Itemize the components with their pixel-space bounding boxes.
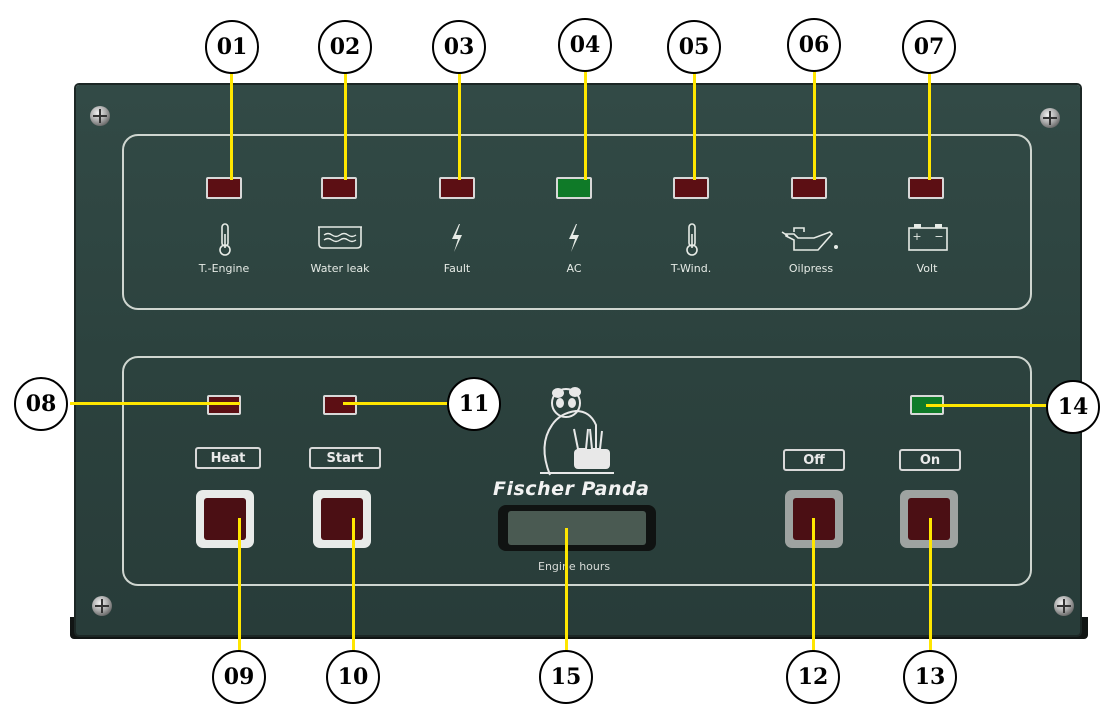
callout-line (238, 518, 241, 656)
control-frame (122, 356, 1032, 586)
callout-line (230, 64, 233, 180)
start-label: Start (309, 447, 381, 469)
svg-text:−: − (934, 230, 943, 243)
callout-02: 02 (318, 20, 372, 74)
callout-line (458, 64, 461, 180)
thermometer-icon (219, 223, 231, 256)
brand-name: Fischer Panda (493, 478, 650, 500)
callout-line (813, 64, 816, 180)
thermometer-icon (686, 223, 698, 256)
screw-icon (1040, 108, 1060, 128)
callout-line (344, 64, 347, 180)
panda-logo-icon (540, 387, 614, 476)
svg-text:+: + (912, 230, 921, 243)
indicator-label: T.-Engine (198, 262, 250, 275)
screw-icon (92, 596, 112, 616)
callout-line (929, 518, 932, 656)
on-label: On (899, 449, 961, 471)
heat-label: Heat (195, 447, 261, 469)
callout-line (584, 64, 587, 180)
callout-03: 03 (432, 20, 486, 74)
led-t-engine (206, 177, 242, 199)
callout-11: 11 (447, 377, 501, 431)
off-label: Off (783, 449, 845, 471)
led-start (323, 395, 357, 415)
callout-08: 08 (14, 377, 68, 431)
indicator-label: AC (566, 262, 582, 275)
alarm-indicator-frame (122, 134, 1032, 310)
led-fault (439, 177, 475, 199)
lightning-icon (452, 224, 462, 252)
callout-14: 14 (1046, 380, 1100, 434)
water-tank-icon (318, 226, 362, 249)
battery-icon: + − (908, 224, 948, 251)
callout-05: 05 (667, 20, 721, 74)
callout-line (693, 64, 696, 180)
led-water-leak (321, 177, 357, 199)
led-ac (556, 177, 592, 199)
indicator-label: Water leak (310, 262, 370, 275)
callout-04: 04 (558, 18, 612, 72)
callout-line (928, 64, 931, 180)
indicator-label: Fault (443, 262, 471, 275)
callout-01: 01 (205, 20, 259, 74)
heat-button[interactable] (196, 490, 254, 548)
engine-hour-meter (498, 505, 656, 551)
callout-line (343, 402, 451, 405)
callout-13: 13 (903, 650, 957, 704)
lightning-icon (569, 224, 579, 252)
callout-line (812, 518, 815, 656)
callout-12: 12 (786, 650, 840, 704)
led-oilpress (791, 177, 827, 199)
callout-06: 06 (787, 18, 841, 72)
callout-line (70, 402, 240, 405)
callout-line (926, 404, 1050, 407)
led-volt (908, 177, 944, 199)
start-button[interactable] (313, 490, 371, 548)
callout-10: 10 (326, 650, 380, 704)
callout-line (352, 518, 355, 656)
oil-can-icon (781, 227, 838, 251)
screw-icon (90, 106, 110, 126)
callout-07: 07 (902, 20, 956, 74)
callout-15: 15 (539, 650, 593, 704)
indicator-label: Volt (916, 262, 938, 275)
led-t-wind (673, 177, 709, 199)
engine-hours-label: Engine hours (538, 560, 611, 573)
callout-09: 09 (212, 650, 266, 704)
screw-icon (1054, 596, 1074, 616)
callout-line (565, 528, 568, 656)
led-heat (207, 395, 241, 415)
indicator-label: Oilpress (788, 262, 834, 275)
indicator-label: T-Wind. (670, 262, 712, 275)
